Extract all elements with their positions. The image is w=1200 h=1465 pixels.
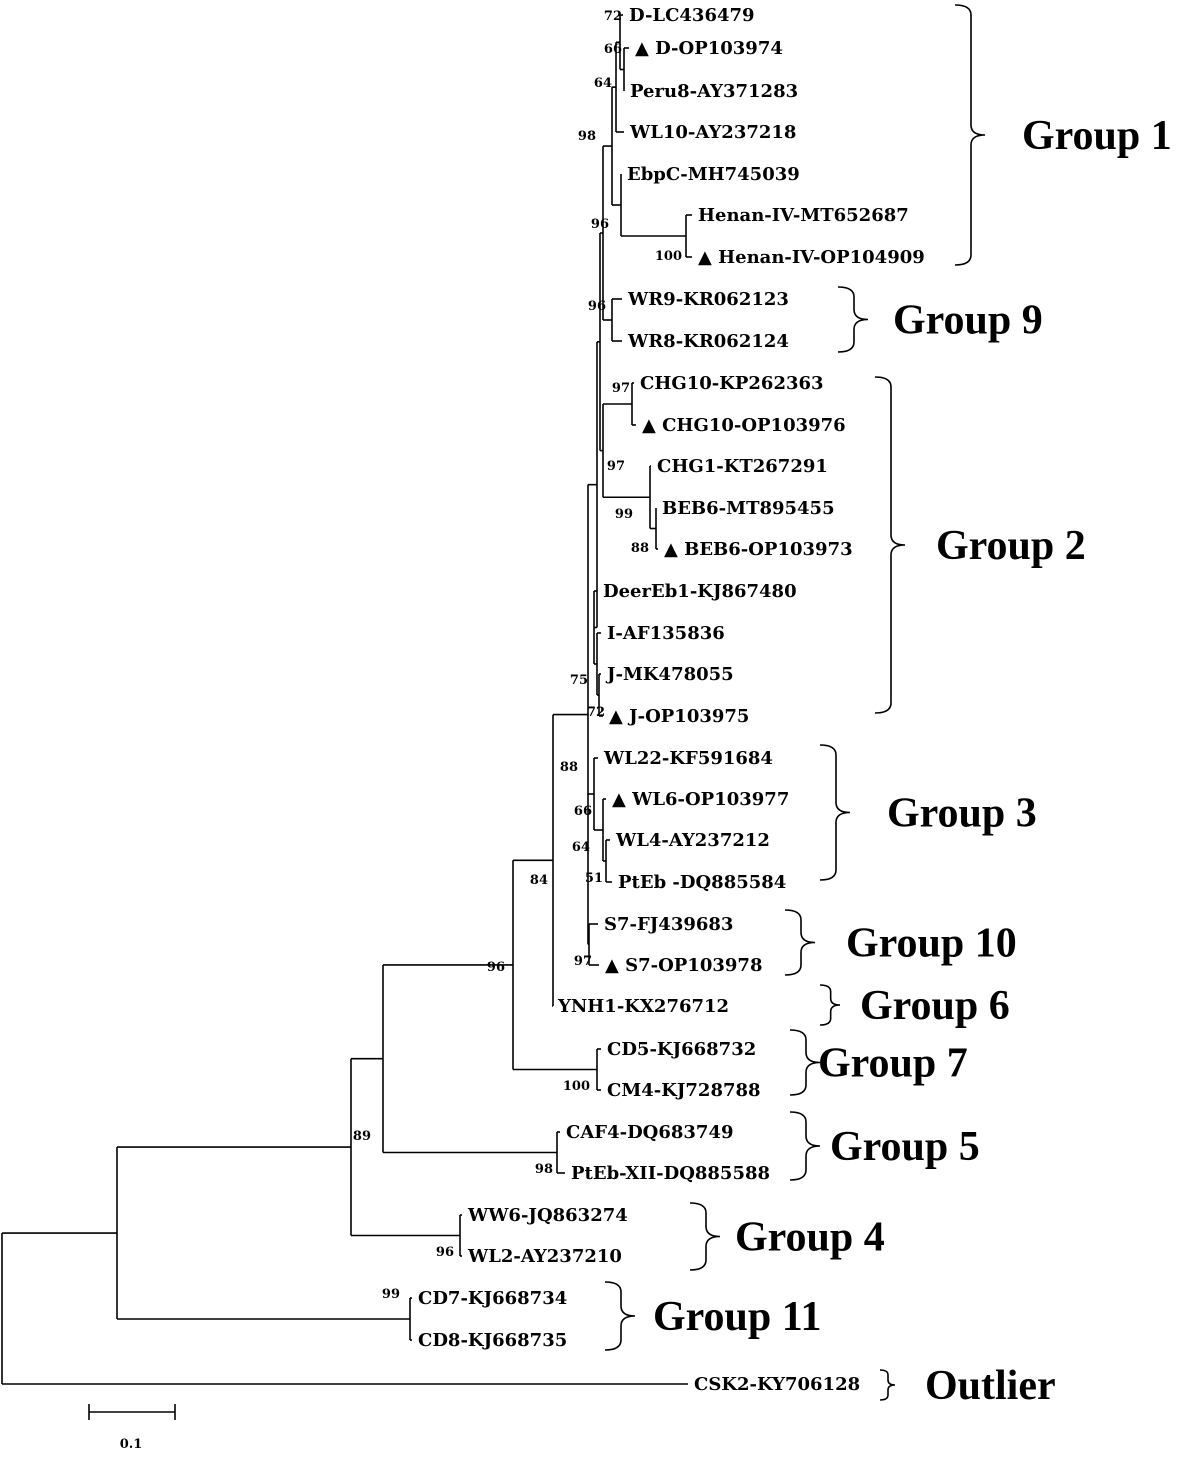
bootstrap-value: 96 xyxy=(487,960,505,975)
bootstrap-value: 100 xyxy=(655,249,682,264)
group-label: Group 11 xyxy=(653,1294,821,1340)
group-label: Outlier xyxy=(925,1363,1056,1409)
bootstrap-value: 66 xyxy=(604,42,622,57)
group-label: Group 6 xyxy=(860,983,1010,1029)
leaf-labels: D-LC436479 ▲ D-OP103974Peru8-AY371283WL10… xyxy=(418,5,925,1395)
group-label: Group 10 xyxy=(846,921,1017,967)
bootstrap-value: 72 xyxy=(587,705,605,720)
bootstrap-value: 88 xyxy=(631,541,649,556)
group-brace xyxy=(604,1281,636,1351)
leaf-label: WL22-KF591684 xyxy=(603,748,773,769)
leaf-label: Henan-IV-MT652687 xyxy=(698,205,909,226)
leaf-label: ▲ D-OP103974 xyxy=(635,38,783,59)
leaf-label: DeerEb1-KJ867480 xyxy=(603,581,797,602)
leaf-label: ▲ BEB6-OP103973 xyxy=(664,539,853,560)
leaf-label: BEB6-MT895455 xyxy=(662,498,835,519)
group-brace xyxy=(689,1202,721,1271)
group-label: Group 4 xyxy=(735,1215,885,1261)
bootstrap-value: 97 xyxy=(607,459,625,474)
group-brace xyxy=(789,1029,821,1096)
leaf-label: ▲ Henan-IV-OP104909 xyxy=(698,247,925,268)
scale-bar-label: 0.1 xyxy=(120,1437,143,1452)
group-label: Group 3 xyxy=(887,791,1037,837)
leaf-label: WL4-AY237212 xyxy=(615,830,770,851)
leaf-label: CD5-KJ668732 xyxy=(607,1039,756,1060)
group-brackets: Group 1 Group 9 Group 2 Group 3 Group 10 Grou… xyxy=(604,4,1172,1409)
bootstrap-value: 97 xyxy=(574,954,592,969)
scale-bar: 0.1 xyxy=(88,1404,176,1452)
leaf-label: WR8-KR062124 xyxy=(627,331,789,352)
leaf-label: EbpC-MH745039 xyxy=(627,164,800,185)
bootstrap-value: 89 xyxy=(353,1129,371,1144)
bootstrap-value: 100 xyxy=(563,1079,590,1094)
group-brace xyxy=(874,376,906,714)
leaf-label: WW6-JQ863274 xyxy=(467,1205,628,1226)
bootstrap-value: 96 xyxy=(588,299,606,314)
bootstrap-value: 98 xyxy=(578,129,596,144)
leaf-label: PtEb-XII-DQ885588 xyxy=(571,1163,770,1184)
leaf-label: WL2-AY237210 xyxy=(467,1246,622,1267)
bootstrap-value: 96 xyxy=(591,217,609,232)
leaf-label: ▲ WL6-OP103977 xyxy=(612,789,789,810)
leaf-label: CD8-KJ668735 xyxy=(418,1330,567,1351)
bootstrap-value: 75 xyxy=(570,673,588,688)
bootstrap-values: 72 66 64 98 96 100 96 97 97 99 88 75 72 88 66 64 51 84 97 9… xyxy=(353,9,682,1302)
bootstrap-value: 72 xyxy=(604,9,622,24)
leaf-label: CHG1-KT267291 xyxy=(657,456,828,477)
tree-branches xyxy=(1,14,692,1385)
group-brace xyxy=(837,286,869,353)
bootstrap-value: 64 xyxy=(594,76,612,91)
leaf-label: WL10-AY237218 xyxy=(629,122,796,143)
bootstrap-value: 99 xyxy=(382,1287,400,1302)
bootstrap-value: 64 xyxy=(572,840,590,855)
leaf-label: ▲ S7-OP103978 xyxy=(605,955,762,976)
leaf-label: CHG10-KP262363 xyxy=(640,373,824,394)
bootstrap-value: 88 xyxy=(560,760,578,775)
group-label: Group 7 xyxy=(818,1041,968,1087)
bootstrap-value: 97 xyxy=(612,381,630,396)
group-brace xyxy=(954,4,986,266)
leaf-label: YNH1-KX276712 xyxy=(557,996,729,1017)
group-label: Group 2 xyxy=(936,523,1086,569)
leaf-label: D-LC436479 xyxy=(629,5,755,26)
group-label: Group 9 xyxy=(893,298,1043,344)
group-brace xyxy=(784,909,816,976)
bootstrap-value: 66 xyxy=(574,804,592,819)
group-brace xyxy=(819,984,841,1026)
bootstrap-value: 51 xyxy=(585,871,603,886)
leaf-label: S7-FJ439683 xyxy=(604,914,733,935)
group-brace xyxy=(789,1111,821,1181)
bootstrap-value: 99 xyxy=(615,507,633,522)
group-label: Group 1 xyxy=(1022,113,1172,159)
leaf-label: J-MK478055 xyxy=(605,664,734,685)
leaf-label: CM4-KJ728788 xyxy=(607,1080,761,1101)
leaf-label: Peru8-AY371283 xyxy=(630,81,798,102)
leaf-label: CSK2-KY706128 xyxy=(694,1374,860,1395)
bootstrap-value: 96 xyxy=(436,1245,454,1260)
leaf-label: ▲ CHG10-OP103976 xyxy=(642,415,846,436)
bootstrap-value: 98 xyxy=(535,1162,553,1177)
bootstrap-value: 84 xyxy=(530,873,548,888)
leaf-label: PtEb -DQ885584 xyxy=(618,872,786,893)
group-label: Group 5 xyxy=(830,1124,980,1170)
group-brace xyxy=(819,744,851,881)
group-brace xyxy=(879,1369,896,1401)
leaf-label: ▲ J-OP103975 xyxy=(609,706,749,727)
leaf-label: CD7-KJ668734 xyxy=(418,1288,567,1309)
leaf-label: CAF4-DQ683749 xyxy=(566,1122,734,1143)
leaf-label: WR9-KR062123 xyxy=(627,289,789,310)
leaf-label: I-AF135836 xyxy=(607,623,725,644)
